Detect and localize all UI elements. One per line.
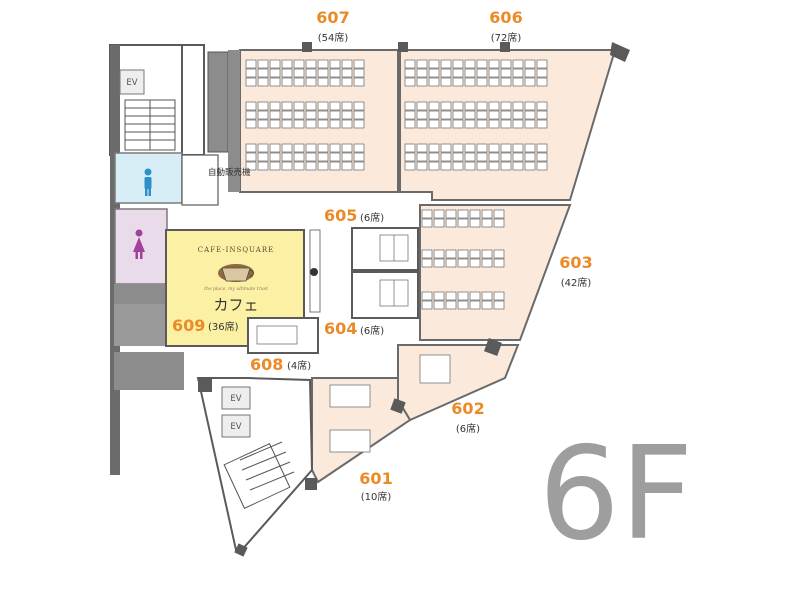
- room-607-seats: (54席): [318, 31, 349, 44]
- room-602-table: [419, 354, 451, 384]
- room-607-pillar: [302, 42, 312, 52]
- vending-area: [181, 154, 219, 206]
- elevator-label-lower-b: EV: [230, 422, 241, 432]
- room-603-seats: (42席): [561, 276, 592, 289]
- room-601-seats: (10席): [361, 490, 392, 503]
- room-601-tables: [329, 384, 371, 453]
- room-606-desks: [404, 59, 548, 171]
- room-602-pillar: [484, 338, 502, 356]
- room-603-number: 603: [559, 253, 592, 272]
- room-606-number: 606: [489, 8, 522, 27]
- lower-core: [196, 377, 314, 557]
- room-601-number: 601: [359, 469, 392, 488]
- lower-stairs: [223, 441, 295, 509]
- left-wall-block-b: [114, 304, 166, 346]
- room-605-table: [379, 234, 409, 262]
- elevator-label-upper: EV: [126, 78, 137, 88]
- cafe-name: カフェ: [213, 296, 258, 314]
- room-606-seats: (72席): [491, 31, 522, 44]
- room-605-seats: (6席): [360, 211, 384, 224]
- room-603-area: [419, 204, 572, 341]
- room-601-pillar-b: [305, 478, 317, 490]
- building-corner-ne: [610, 42, 630, 62]
- service-shaft: [207, 51, 229, 153]
- left-wall-block-c: [114, 352, 184, 390]
- vending-label: 自動販売機: [208, 167, 251, 178]
- room-607-number: 607: [316, 8, 349, 27]
- room-608-table: [256, 325, 298, 345]
- room-605-number: 605: [324, 206, 357, 225]
- elevator-label-lower-a: EV: [230, 394, 241, 404]
- room-604-seats: (6席): [360, 324, 384, 337]
- room-608-seats: (4席): [287, 359, 311, 372]
- room-607-wall-block: [228, 50, 240, 192]
- room-609-seats: (36席): [208, 320, 239, 333]
- womens-restroom-icon: [133, 229, 145, 259]
- room-602-number: 602: [451, 399, 484, 418]
- floor-label: 6F: [538, 420, 693, 569]
- coffee-cup-icon: [218, 264, 254, 282]
- corridor-pillar: [310, 268, 318, 276]
- cafe-logo-text: CAFE-INSQUARE: [198, 246, 274, 254]
- room-608-number: 608: [250, 355, 283, 374]
- room-601-pillar: [390, 398, 406, 414]
- room-607-desks: [245, 59, 365, 171]
- room-604-number: 604: [324, 319, 357, 338]
- room-604-table: [379, 279, 409, 307]
- room-602-seats: (6席): [456, 422, 480, 435]
- left-wall-block-a: [114, 284, 166, 304]
- cafe-tagline: the place, my ultimate trust: [204, 286, 268, 292]
- upper-stairs: [124, 99, 176, 151]
- room-603-desks: [421, 209, 505, 310]
- room-606-pillar: [398, 42, 408, 52]
- cafe-logo: CAFE-INSQUARE the place, my ultimate tru…: [198, 246, 274, 292]
- room-609-number: 609: [172, 316, 205, 335]
- mens-restroom-icon: [144, 168, 152, 196]
- room-606-pillar-b: [500, 42, 510, 52]
